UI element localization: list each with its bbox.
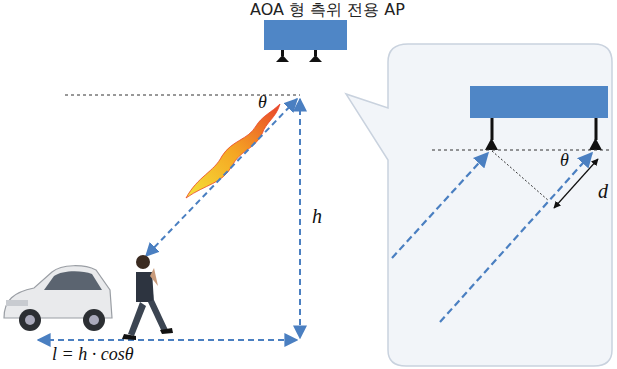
dimension-label: d xyxy=(598,180,608,203)
callout-bubble xyxy=(346,44,612,366)
device-title: AOA 형 측위 전용 AP xyxy=(250,0,405,21)
distance-formula: l = h · cosθ xyxy=(52,344,133,365)
dimension-label: h xyxy=(312,205,322,228)
inset-reference-line xyxy=(432,150,610,151)
signal-flame xyxy=(186,104,280,198)
person xyxy=(122,255,173,340)
car xyxy=(4,266,112,331)
signal-arrow xyxy=(146,99,297,256)
wave-arrow xyxy=(440,153,592,322)
dimension-label: θ xyxy=(258,92,267,113)
wave-arrow xyxy=(392,153,488,258)
ap-box xyxy=(264,20,347,50)
distance-arrow xyxy=(38,339,297,341)
inset-antenna-legs xyxy=(485,118,602,150)
dimension-label: θ xyxy=(560,150,569,171)
antenna-legs xyxy=(276,50,322,62)
perpendicular-line xyxy=(492,151,549,201)
height-arrow xyxy=(299,99,301,338)
ap-device: AOA 형 측위 전용 AP xyxy=(250,0,405,50)
inset-ap-box xyxy=(470,86,608,118)
